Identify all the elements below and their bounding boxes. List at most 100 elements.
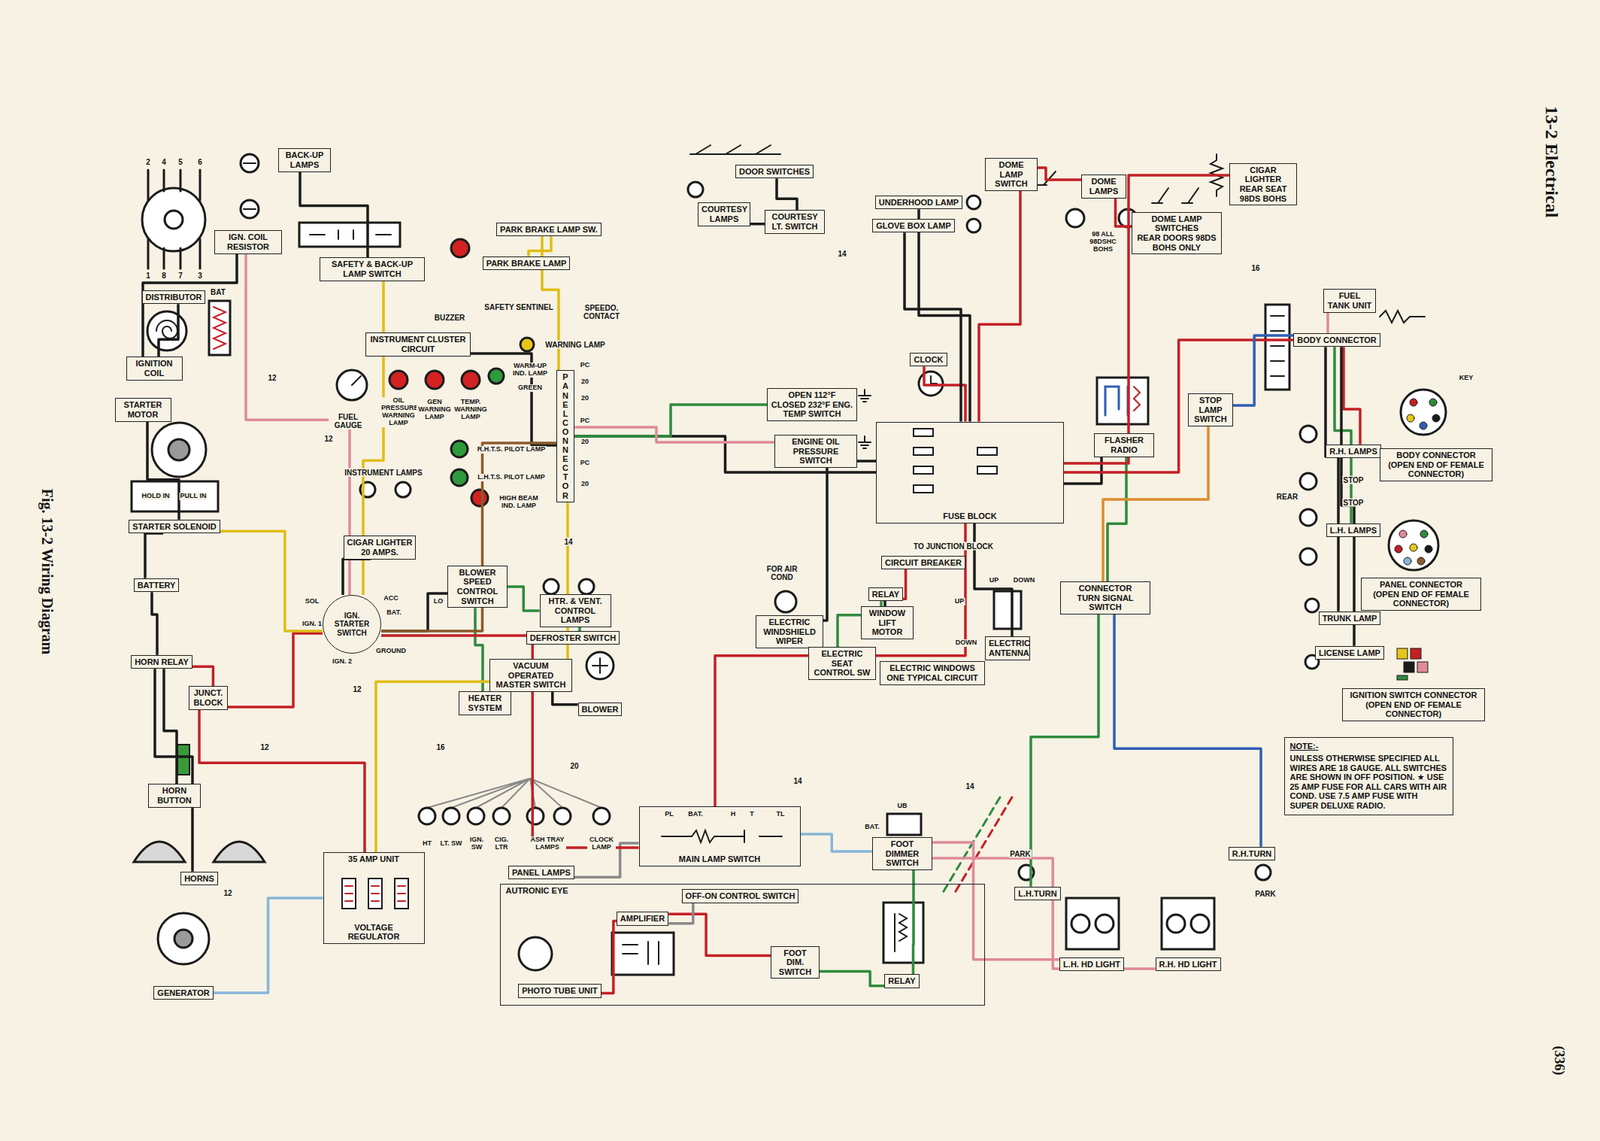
- wire: [154, 668, 193, 871]
- wire-gauge: 16: [1250, 263, 1261, 273]
- part-label: BUZZER: [433, 313, 467, 322]
- lamp-label: GREEN: [517, 384, 543, 392]
- body-connector-face: [1400, 389, 1446, 435]
- wire: [932, 857, 1156, 969]
- component-label: REAR SEAT 98DS BOHS: [1233, 184, 1294, 204]
- component-label: DISTRIBUTOR: [145, 292, 203, 303]
- distributor-terminal: 1: [145, 271, 152, 280]
- wire: [1063, 454, 1102, 484]
- part-label: 98 ALL 98DSHC BOHS: [1078, 230, 1128, 254]
- part-label: FUEL GAUGE: [328, 412, 368, 430]
- pin-label: PC: [579, 417, 591, 425]
- component-label: BLOWER: [581, 704, 619, 715]
- wire: [574, 404, 767, 437]
- component-label: PARK BRAKE LAMP: [486, 258, 567, 269]
- wire-gauge: 12: [266, 373, 277, 382]
- component-box: FOOT DIM. SWITCH: [770, 945, 820, 979]
- terminal-label: HOLD IN: [141, 492, 171, 500]
- terminal-label: UP: [954, 597, 966, 606]
- coil-resistor-element: [213, 306, 226, 349]
- wire: [158, 303, 179, 357]
- instrument-lamp: [395, 481, 411, 497]
- wire: [381, 635, 640, 848]
- courtesy-lamp: [687, 181, 704, 197]
- wire-gauge: 12: [259, 742, 270, 752]
- component-label: ELECTRIC WINDSHIELD WIPER: [759, 617, 820, 646]
- component-box: 35 AMP UNITVOLTAGE REGULATOR: [323, 851, 425, 944]
- generator-armature: [174, 929, 193, 948]
- fuel-gauge: [336, 369, 367, 400]
- wire: [213, 897, 324, 993]
- component-label: CIGAR LIGHTER: [1233, 165, 1294, 185]
- wire-gauge: 12: [351, 684, 362, 694]
- wire: [924, 366, 966, 422]
- amplifier-body: [612, 932, 674, 975]
- component-box: FOOT DIMMER SWITCH: [872, 836, 933, 870]
- component-box: R.H. HD LIGHT: [1155, 957, 1222, 972]
- distributor-terminal: 3: [196, 271, 204, 280]
- component-box: CLOCK: [909, 352, 947, 367]
- component-label: FOOT DIM. SWITCH: [774, 948, 816, 977]
- component-label: STARTER MOTOR: [118, 400, 168, 419]
- component-label: ELECTRIC SEAT CONTROL SW: [812, 648, 873, 678]
- component-label: 35 AMP UNIT: [345, 854, 402, 864]
- component-box: R.H. LAMPS: [1325, 444, 1382, 459]
- part-label: INSTRUMENT LAMPS: [343, 468, 423, 477]
- pin-label: PC: [579, 459, 591, 467]
- starter-motor-symbol: [151, 422, 207, 477]
- terminal-label: ACC: [382, 594, 400, 603]
- ignition-connector-pin: [1403, 661, 1415, 673]
- component-box: OPEN 112°FCLOSED 232°F ENG. TEMP SWITCH: [766, 387, 858, 422]
- ignition-connector-pin: [1417, 661, 1428, 673]
- component-label: RELAY: [872, 589, 900, 600]
- wire: [381, 593, 448, 631]
- component-label: INSTRUMENT CLUSTER CIRCUIT: [369, 334, 467, 354]
- component-label: HORN RELAY: [134, 657, 189, 667]
- dome-lamp: [1066, 209, 1085, 228]
- component-label: 20 AMPS.: [347, 547, 413, 558]
- lamp-label: CIG. LTR: [489, 836, 514, 852]
- wire: [147, 421, 179, 520]
- photo-tube: [518, 936, 552, 970]
- rear-door-switches: [1151, 187, 1199, 204]
- wire: [163, 668, 177, 784]
- lamp-label: ASH TRAY LAMPS: [528, 836, 567, 852]
- component-box: HTR. & VENT. CONTROL LAMPS: [539, 593, 612, 628]
- component-box: INSTRUMENT CLUSTER CIRCUIT: [365, 332, 471, 356]
- connector-pin: [1417, 557, 1425, 565]
- component-label: R.H. HD LIGHT: [1159, 959, 1218, 970]
- component-box: COURTESY LT. SWITCH: [764, 209, 825, 234]
- part-label: FOR AIR COND: [764, 564, 800, 582]
- flasher-element: [1105, 386, 1128, 416]
- gen-warning-lamp: [425, 370, 444, 389]
- component-label: (OPEN END OF FEMALE CONNECTOR): [1383, 460, 1489, 479]
- component-box: CIGAR LIGHTER20 AMPS.: [343, 535, 417, 559]
- component-label: REAR DOORS 98DS BOHS ONLY: [1135, 233, 1219, 252]
- note-box: NOTE:-UNLESS OTHERWISE SPECIFIED ALL WIR…: [1284, 736, 1454, 815]
- clock-symbol: [918, 371, 943, 396]
- wire: [776, 178, 797, 210]
- oil-warning-lamp: [389, 370, 408, 389]
- wire-gauge: 14: [563, 537, 573, 546]
- lamp-label: L.H.T.S. PILOT LAMP: [476, 473, 546, 482]
- component-label: FUEL TANK UNIT: [1327, 290, 1373, 310]
- panel-lamp: [527, 807, 544, 825]
- pin-label: PC: [579, 361, 591, 370]
- component-label: ELECTRIC ANTENNA: [988, 638, 1027, 658]
- pin-label: 20: [580, 394, 590, 403]
- terminal-label: IGN. 2: [331, 657, 353, 666]
- wire-gauge: 16: [435, 742, 446, 752]
- lamp-label: HT: [421, 839, 433, 848]
- fuse: [977, 466, 997, 474]
- component-label: L.H. HD LIGHT: [1063, 959, 1121, 970]
- fuel-tank-resistor: [1379, 310, 1425, 323]
- part-label: SPEEDO. CONTACT: [580, 303, 624, 321]
- component-box: ELECTRIC ANTENNA: [984, 636, 1031, 660]
- component-label: IGN. COIL RESISTOR: [218, 232, 279, 252]
- body-connector-block: [1265, 304, 1290, 390]
- component-box: BODY CONNECTOR: [1293, 333, 1380, 348]
- warning-lamp: [520, 337, 534, 352]
- component-label: AMPLIFIER: [620, 913, 665, 924]
- component-box: DOOR SWITCHES: [735, 164, 814, 179]
